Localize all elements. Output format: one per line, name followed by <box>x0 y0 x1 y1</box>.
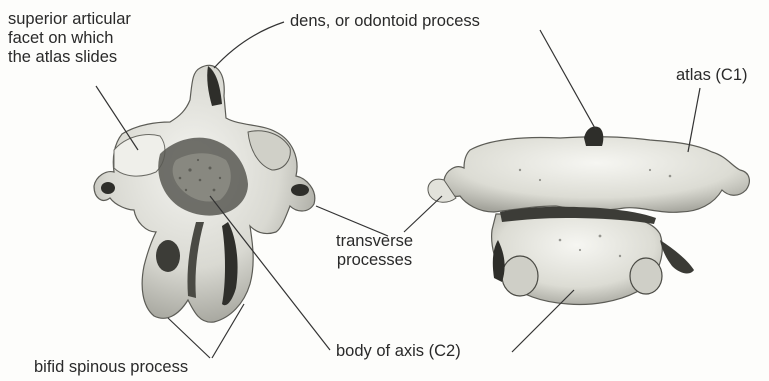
atlas-axis-anterior-view <box>428 126 749 304</box>
leader-transverse-right <box>404 196 442 232</box>
lower-foramen <box>156 240 180 272</box>
label-transverse-line2: processes <box>336 251 413 270</box>
label-dens: dens, or odontoid process <box>290 12 480 31</box>
leader-dens-right <box>540 30 596 130</box>
leader-atlas <box>688 88 700 152</box>
label-superior-facet-line2: facet on which <box>8 29 178 48</box>
label-transverse-processes: transverse processes <box>336 232 413 270</box>
axis-posterior-view <box>94 65 315 322</box>
leader-bifid-left <box>168 318 210 358</box>
label-body-of-axis: body of axis (C2) <box>336 342 461 361</box>
transverse-notch-right <box>291 184 309 196</box>
label-superior-facet-line1: superior articular <box>8 10 178 29</box>
label-atlas: atlas (C1) <box>676 66 748 85</box>
label-transverse-line1: transverse <box>336 232 413 251</box>
transverse-notch-left <box>101 182 115 194</box>
inferior-facet-right <box>630 258 662 294</box>
atlas-silhouette <box>444 137 750 213</box>
dens-tip <box>584 126 603 146</box>
label-bifid-spinous-process: bifid spinous process <box>34 358 188 377</box>
leader-dens-left <box>214 22 284 68</box>
label-superior-facet-line3: the atlas slides <box>8 48 178 67</box>
leader-superior-facet <box>96 86 138 150</box>
axis-shadow-right <box>660 240 694 273</box>
inferior-facet-left <box>502 256 538 296</box>
label-superior-articular-facet: superior articular facet on which the at… <box>8 10 178 67</box>
